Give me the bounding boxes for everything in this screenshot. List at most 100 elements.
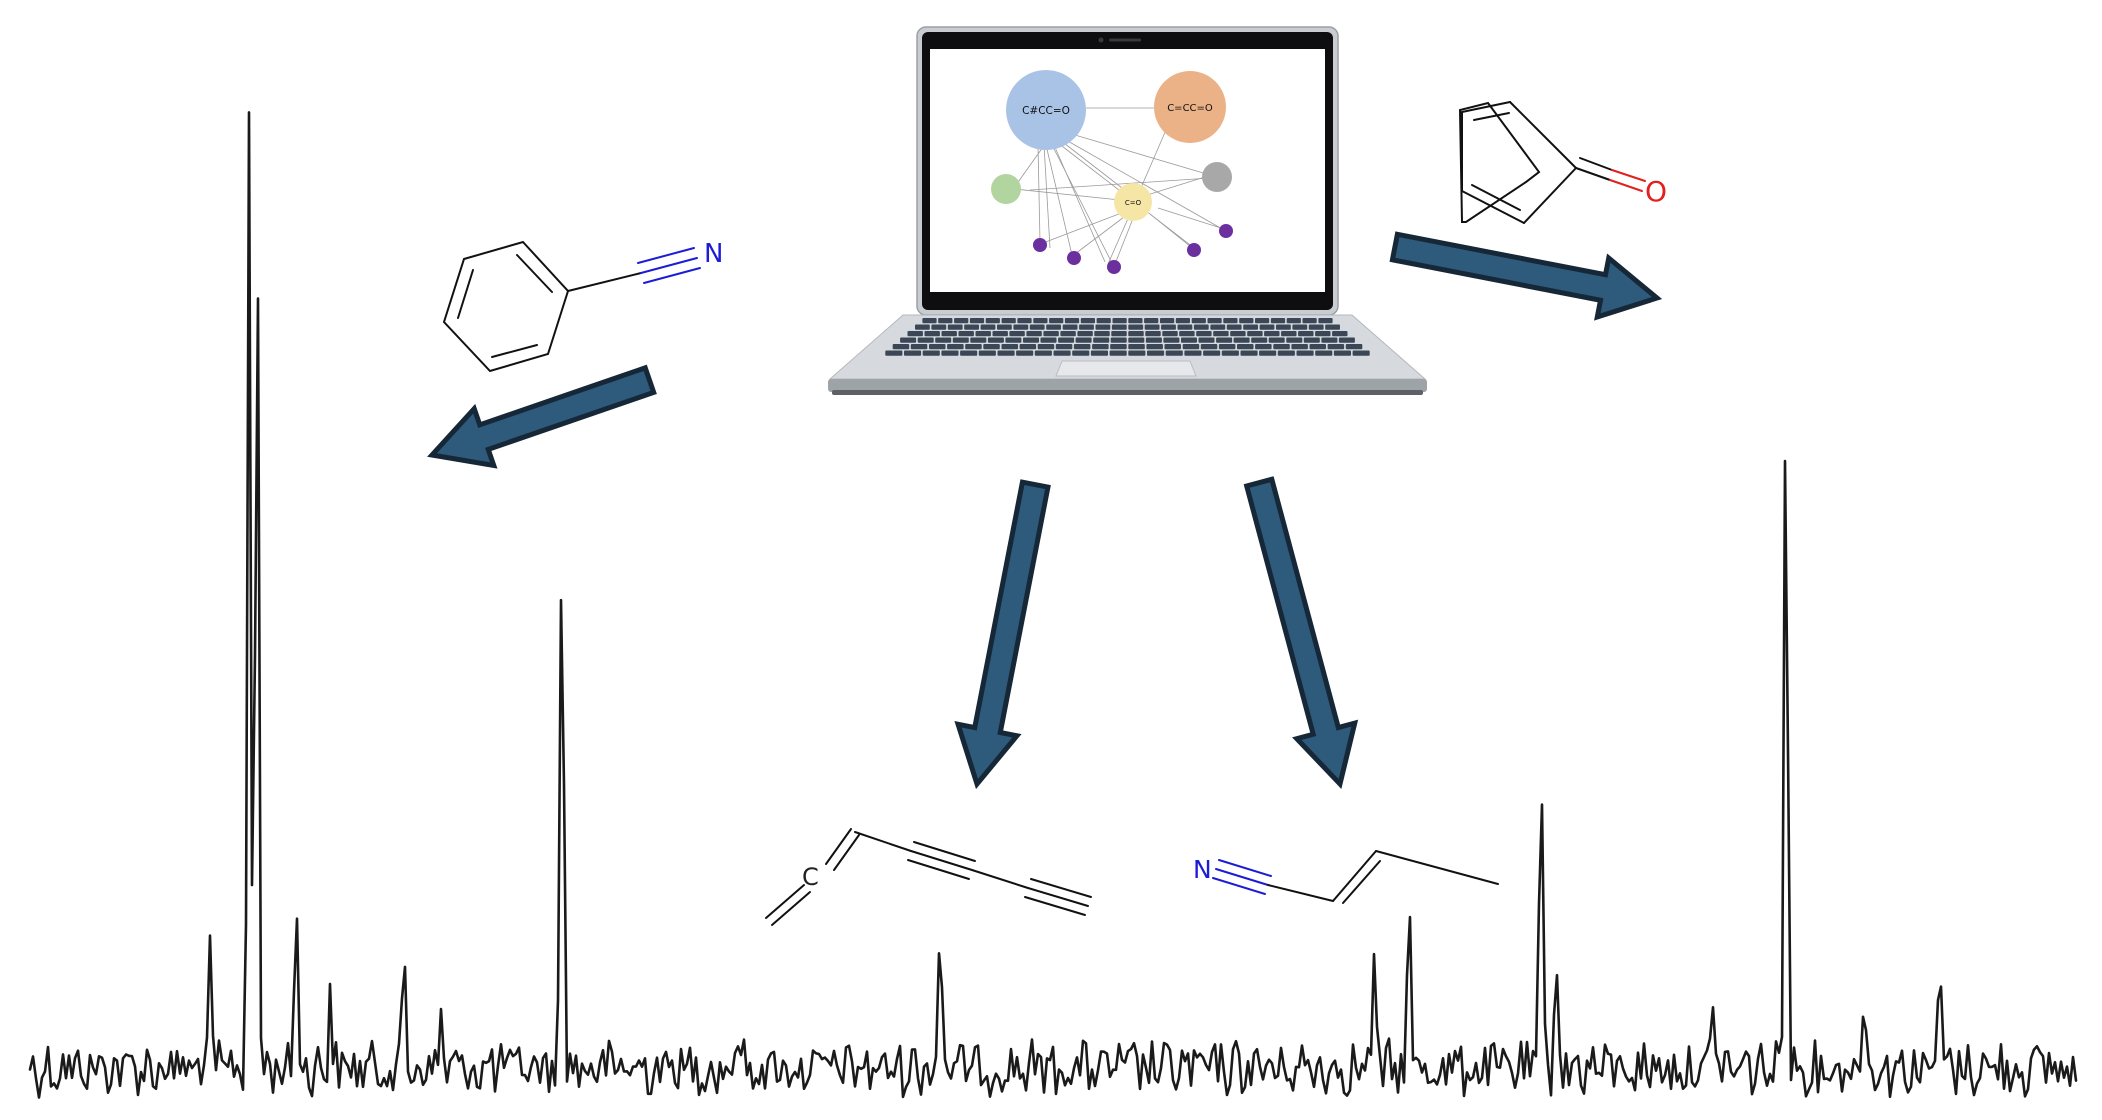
keyboard-key [917, 337, 934, 343]
keyboard-key [929, 344, 946, 350]
keyboard-key [1181, 337, 1197, 343]
keyboard-key [1270, 318, 1286, 324]
keyboard-key [992, 331, 1008, 337]
keyboard-key [1033, 318, 1048, 324]
keyboard-key [1210, 324, 1226, 330]
keyboard-key [1016, 350, 1034, 356]
keyboard-key [965, 344, 982, 350]
keyboard-key [922, 350, 940, 356]
graph-leaf-node [1187, 243, 1201, 257]
keyboard-key [1049, 318, 1064, 324]
atom-label-n: N [1193, 855, 1212, 884]
keyboard-key [1276, 324, 1291, 330]
keyboard-key [1298, 331, 1314, 337]
molecule-benzonitrile: N [442, 239, 723, 373]
keyboard-key [985, 318, 1000, 324]
keyboard-key [1144, 324, 1160, 330]
keyboard-key [1345, 344, 1363, 350]
keyboard-key [969, 318, 985, 324]
keyboard-key [1309, 344, 1326, 350]
molecule-cyclopentadienone: O [1458, 101, 1667, 224]
keyboard-key [1053, 350, 1071, 356]
keyboard-key [1286, 318, 1301, 324]
keyboard-key [1062, 324, 1078, 330]
keyboard-key [1196, 331, 1212, 337]
keyboard-key [1165, 350, 1183, 356]
arrow-to-crotononitrile [1243, 476, 1359, 790]
keyboard-key [1259, 324, 1275, 330]
keyboard-key [1145, 331, 1161, 337]
keyboard-key [1221, 350, 1239, 356]
keyboard-key [997, 324, 1012, 330]
arrows [427, 231, 1663, 790]
keyboard-key [1110, 337, 1127, 343]
molecule-allenyl-diyne: C [765, 828, 1092, 926]
keyboard-key [1093, 337, 1110, 343]
camera-icon [1098, 37, 1104, 43]
keyboard-key [1302, 318, 1317, 324]
keyboard-key [892, 344, 910, 350]
keyboard-key [954, 318, 969, 324]
keyboard-key [1026, 331, 1042, 337]
keyboard-key [1163, 337, 1180, 343]
camera-bar [1109, 38, 1141, 42]
keyboard-key [1237, 344, 1254, 350]
keyboard-key [1128, 337, 1145, 343]
keyboard-key [1110, 344, 1127, 350]
laptop: C#CC=O C=CC=O C=O [828, 26, 1427, 395]
graph-leaf-node [1219, 224, 1233, 238]
keyboard-key [1213, 331, 1229, 337]
triple-bond [637, 247, 701, 284]
keyboard-key [935, 337, 952, 343]
keyboard-key [964, 324, 979, 330]
keyboard [885, 318, 1370, 356]
keyboard-key [1247, 331, 1263, 337]
keyboard-key [1338, 337, 1355, 343]
keyboard-key [1325, 324, 1340, 330]
graph-node [1202, 162, 1232, 192]
keyboard-key [987, 337, 1004, 343]
keyboard-key [997, 350, 1015, 356]
keyboard-key [1128, 324, 1144, 330]
keyboard-key [1239, 318, 1254, 324]
keyboard-key [1175, 318, 1190, 324]
keyboard-key [952, 337, 969, 343]
keyboard-key [1308, 324, 1324, 330]
keyboard-key [1315, 350, 1333, 356]
keyboard-key [1092, 344, 1109, 350]
keyboard-key [1162, 331, 1178, 337]
keyboard-key [1043, 331, 1059, 337]
keyboard-key [1080, 318, 1095, 324]
keyboard-key [1146, 344, 1163, 350]
laptop-screen [930, 49, 1325, 292]
keyboard-key [1193, 324, 1209, 330]
keyboard-key [978, 350, 996, 356]
atom-label-c: C [802, 863, 819, 891]
graph-node [1114, 183, 1152, 221]
keyboard-key [1198, 337, 1215, 343]
keyboard-key [1017, 318, 1032, 324]
arrow-to-allenyl-diyne [954, 479, 1051, 790]
keyboard-key [975, 331, 991, 337]
keyboard-key [1079, 324, 1094, 330]
keyboard-key [1075, 337, 1092, 343]
keyboard-key [1128, 318, 1143, 324]
keyboard-key [1077, 331, 1093, 337]
graph-leaf-node [1067, 251, 1081, 265]
keyboard-key [1243, 324, 1258, 330]
graph-node-label: C#CC=O [1022, 105, 1070, 117]
keyboard-key [885, 350, 903, 356]
keyboard-key [900, 337, 917, 343]
keyboard-key [907, 331, 923, 337]
graph-node [1006, 70, 1086, 150]
keyboard-key [983, 344, 1000, 350]
keyboard-key [1001, 318, 1016, 324]
network-nodes: C#CC=O C=CC=O C=O [991, 70, 1233, 274]
graph-node-label: C=O [1125, 199, 1142, 207]
keyboard-key [1292, 324, 1308, 330]
keyboard-key [1223, 318, 1238, 324]
keyboard-key [931, 324, 947, 330]
keyboard-key [1230, 331, 1246, 337]
keyboard-key [1352, 350, 1370, 356]
keyboard-key [1144, 318, 1159, 324]
